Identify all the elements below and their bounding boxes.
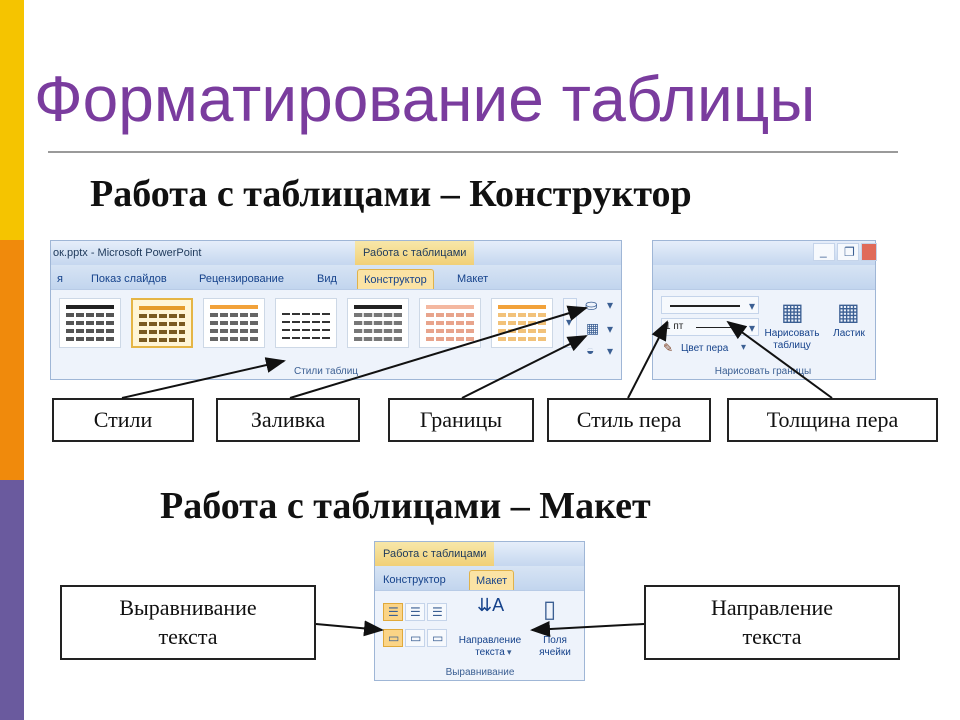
cell-margins-button[interactable]: ▯ Поля ячейки: [529, 595, 581, 661]
table-style-swatch[interactable]: [347, 298, 409, 348]
table-style-swatch[interactable]: [203, 298, 265, 348]
tab-view-partial[interactable]: я: [57, 273, 63, 285]
align-top-icon: ▭: [388, 631, 400, 645]
eraser-label: Ластик: [833, 328, 865, 339]
pen-style-select[interactable]: ▾: [661, 296, 759, 314]
chevron-down-icon: ▾: [507, 647, 512, 657]
accent-bar-purple: [0, 480, 24, 720]
context-tab-label: Работа с таблицами: [375, 542, 495, 566]
callout-pen-style: Стиль пера: [547, 398, 711, 442]
table-style-swatch[interactable]: [491, 298, 553, 348]
arrow-pen-style: [627, 320, 668, 399]
draw-table-icon: ▦: [781, 299, 804, 326]
draw-table-button[interactable]: ▦ Нарисовать таблицу: [761, 298, 823, 362]
cell-margins-label: Поля ячейки: [539, 635, 571, 658]
fill-bucket-icon[interactable]: ⛀: [585, 297, 598, 314]
styles-panel: ▾ ⛀ ▾ ▦ ▾ ◒ ▾ Стили таблиц: [51, 289, 621, 379]
subtitle-constructor: Работа с таблицами – Конструктор: [90, 173, 692, 215]
pen-icon: ✎: [663, 341, 674, 355]
text-direction-button[interactable]: ⇊A Направление текста ▾: [453, 595, 527, 661]
arrow-text-direction: [530, 621, 645, 638]
cell-margins-icon: ▯: [543, 596, 557, 623]
arrow-styles: [121, 357, 286, 399]
accent-bar-orange: [0, 240, 24, 480]
tab-view[interactable]: Вид: [317, 273, 337, 285]
window-titlebar: ок.pptx - Microsoft PowerPoint Работа с …: [51, 241, 621, 265]
tab-slideshow[interactable]: Показ слайдов: [91, 273, 167, 285]
context-titlebar: Работа с таблицами: [375, 542, 584, 566]
chevron-down-icon: ▾: [741, 342, 747, 353]
close-button[interactable]: [861, 243, 877, 261]
draw-table-label: Нарисовать таблицу: [764, 328, 820, 351]
table-style-swatch-selected[interactable]: [131, 298, 193, 348]
group-label-table-styles: Стили таблиц: [293, 366, 359, 377]
group-label-alignment: Выравнивание: [445, 667, 515, 678]
window-title: ок.pptx - Microsoft PowerPoint: [53, 247, 202, 259]
ribbon-constructor: ок.pptx - Microsoft PowerPoint Работа с …: [50, 240, 622, 380]
tab-constructor[interactable]: Конструктор: [357, 269, 434, 290]
ribbon-draw-borders: _ ❐ ▾ 1 пт ▾ ✎ Цвет пера ▾ ▦ Нарисовать т…: [652, 240, 877, 380]
chevron-down-icon: ▾: [748, 299, 755, 313]
ribbon-tabs-strip: [653, 265, 875, 289]
minimize-icon: _: [820, 244, 827, 258]
title-divider: [48, 151, 898, 153]
subtitle-layout: Работа с таблицами – Макет: [160, 485, 651, 527]
ribbon-tabs: я Показ слайдов Рецензирование Вид Конст…: [51, 265, 621, 290]
chevron-down-icon[interactable]: ▾: [607, 298, 614, 312]
eraser-button[interactable]: ▦ Ластик: [827, 298, 871, 348]
restore-button[interactable]: ❐: [837, 243, 859, 261]
align-vertical-top-button[interactable]: ▭: [383, 629, 403, 647]
table-style-swatch[interactable]: [419, 298, 481, 348]
pen-weight-value: 1 пт: [665, 321, 684, 332]
callout-text-direction: Направление текста: [644, 585, 900, 660]
accent-bar-yellow: [0, 0, 24, 240]
align-vertical-bottom-button[interactable]: ▭: [427, 629, 447, 647]
pen-color-label: Цвет пера: [681, 343, 729, 354]
chevron-down-icon[interactable]: ▾: [607, 322, 614, 336]
text-direction-label: Направление текста: [458, 635, 522, 658]
borders-icon[interactable]: ▦: [586, 320, 600, 336]
align-middle-icon: ▭: [410, 631, 422, 645]
callout-styles: Стили: [52, 398, 194, 442]
align-center-icon: ☰: [410, 605, 421, 619]
tab-constructor[interactable]: Конструктор: [383, 574, 446, 586]
restore-icon: ❐: [844, 245, 855, 259]
align-top-right-button[interactable]: ☰: [427, 603, 447, 621]
chevron-down-icon: ▾: [748, 321, 755, 335]
chevron-down-icon[interactable]: ▾: [607, 344, 614, 358]
callout-borders: Границы: [388, 398, 534, 442]
minimize-button[interactable]: _: [813, 243, 835, 261]
tab-layout[interactable]: Макет: [469, 570, 515, 591]
arrow-borders: [461, 335, 588, 399]
arrow-fill: [289, 305, 588, 399]
draw-borders-panel: ▾ 1 пт ▾ ✎ Цвет пера ▾ ▦ Нарисовать табли…: [653, 289, 875, 379]
callout-pen-weight: Толщина пера: [727, 398, 938, 442]
tab-review[interactable]: Рецензирование: [199, 273, 284, 285]
align-bottom-icon: ▭: [432, 631, 444, 645]
align-right-icon: ☰: [432, 605, 443, 619]
text-direction-icon: ⇊A: [477, 595, 505, 615]
effects-icon[interactable]: ◒: [586, 342, 595, 358]
callout-fill: Заливка: [216, 398, 360, 442]
window-controls-bar: _ ❐: [653, 241, 877, 265]
context-tab-label: Работа с таблицами: [355, 241, 475, 265]
chevron-down-icon: ▾: [566, 315, 573, 329]
align-left-icon: ☰: [388, 605, 399, 619]
arrow-text-align: [315, 620, 384, 637]
ribbon-layout: Работа с таблицами Конструктор Макет ☰ ☰…: [374, 541, 585, 681]
align-vertical-middle-button[interactable]: ▭: [405, 629, 425, 647]
eraser-icon: ▦: [837, 299, 860, 326]
align-top-center-button[interactable]: ☰: [405, 603, 425, 621]
group-label-draw-borders: Нарисовать границы: [714, 366, 812, 377]
slide-title: Форматирование таблицы: [34, 63, 816, 135]
arrow-pen-weight: [726, 320, 833, 399]
callout-text-align: Выравнивание текста: [60, 585, 316, 660]
tab-layout[interactable]: Макет: [457, 273, 489, 285]
ribbon-tabs: Конструктор Макет: [375, 566, 584, 591]
table-style-swatch[interactable]: [275, 298, 337, 348]
align-top-left-button[interactable]: ☰: [383, 603, 403, 621]
table-style-swatch[interactable]: [59, 298, 121, 348]
